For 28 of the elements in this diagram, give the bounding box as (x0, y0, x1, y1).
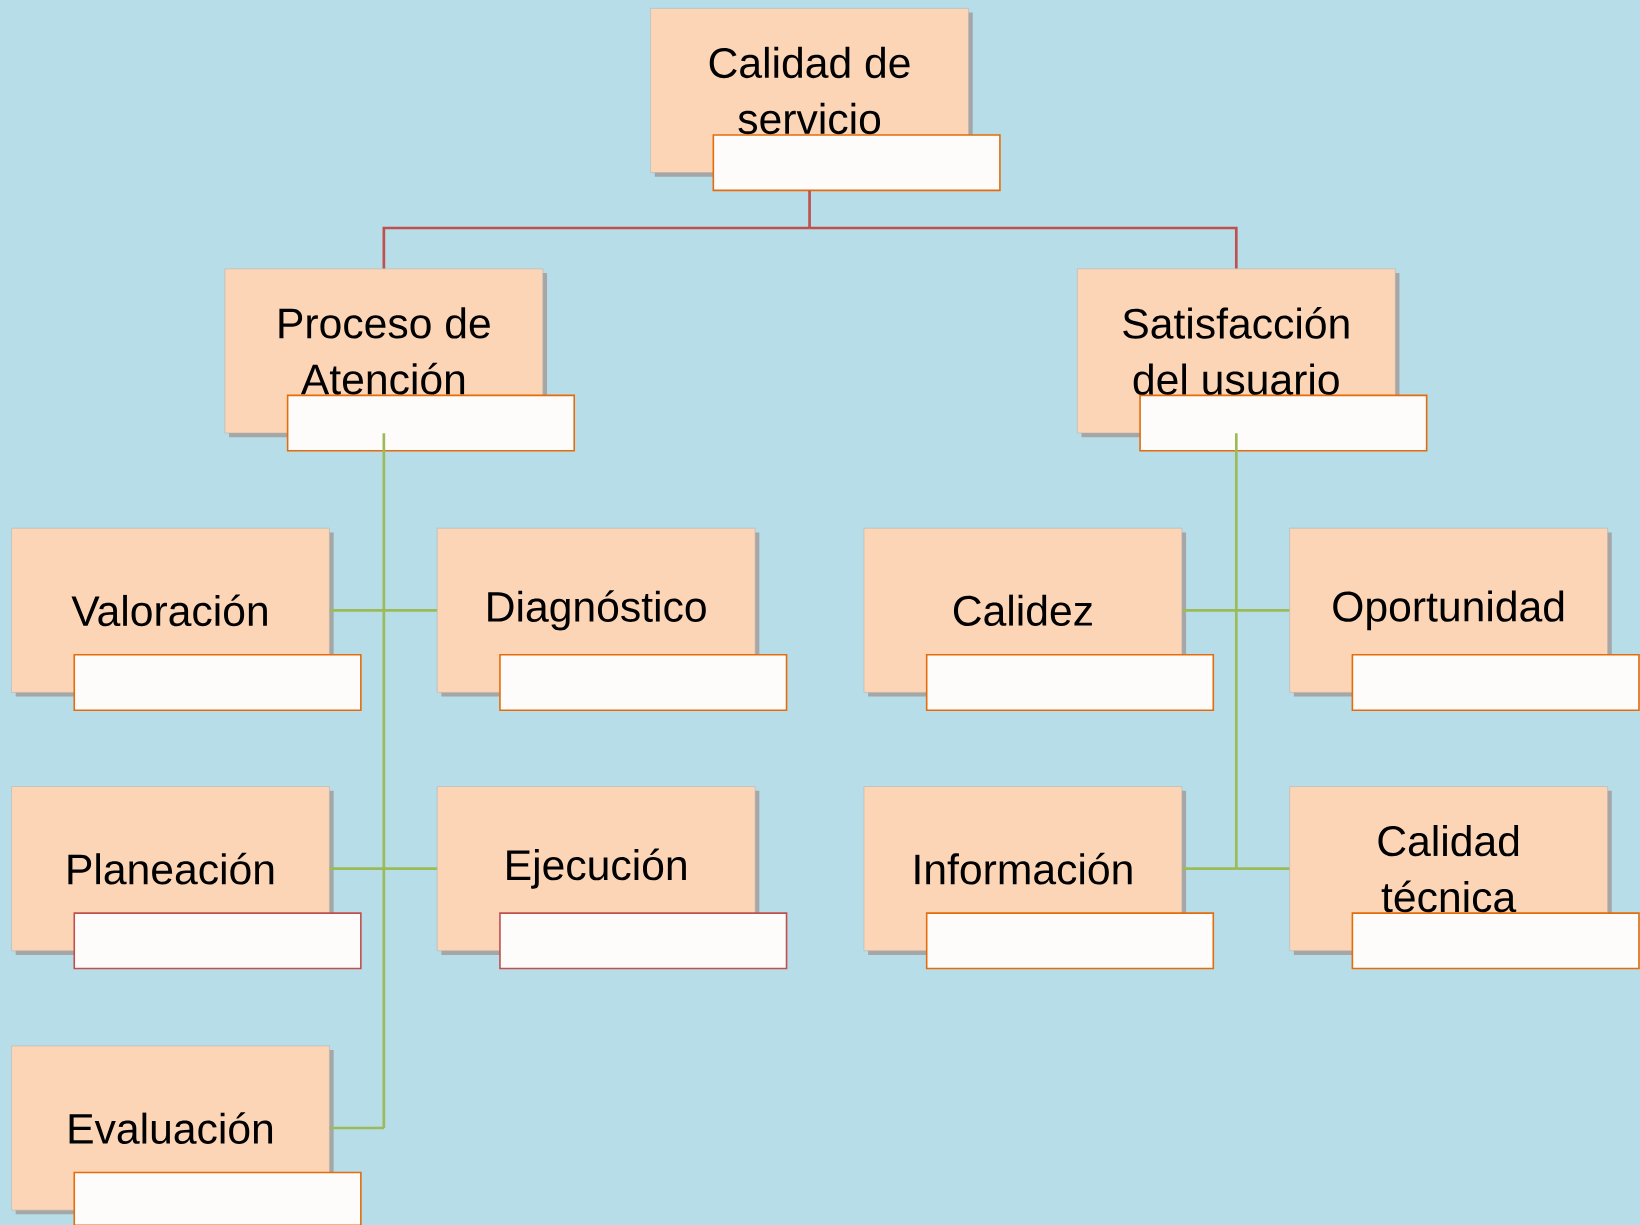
connector-line (329, 608, 384, 612)
connector-line (329, 867, 384, 870)
connector-line (383, 867, 437, 870)
connector-line (1182, 608, 1237, 612)
connector-line (1182, 867, 1237, 870)
process-box: Calidez (863, 527, 1215, 711)
connector-line (1236, 867, 1290, 870)
connector-line (1236, 608, 1290, 612)
process-box: Valoración (11, 527, 362, 711)
process-box: Diagnóstico (436, 527, 788, 711)
connector-line (329, 1126, 384, 1130)
connector-line (382, 868, 386, 1129)
process-box: Satisfacción del usuario (1077, 268, 1428, 452)
connector-line (382, 610, 386, 869)
connector-line (1234, 610, 1238, 869)
connector-line (1234, 433, 1238, 611)
connector-line (382, 433, 386, 611)
process-box: Información (863, 786, 1215, 970)
connector-line (809, 226, 1238, 269)
connector-line (382, 226, 810, 269)
connector-line (383, 608, 437, 612)
process-box: Oportunidad (1289, 527, 1640, 711)
process-box: Ejecución (436, 786, 788, 970)
process-box: Proceso de Atención (224, 268, 575, 452)
process-box: Calidad de servicio (650, 8, 1001, 192)
process-box: Calidad técnica (1289, 786, 1640, 970)
process-box: Evaluación (11, 1045, 362, 1225)
process-box: Planeación (11, 786, 362, 970)
